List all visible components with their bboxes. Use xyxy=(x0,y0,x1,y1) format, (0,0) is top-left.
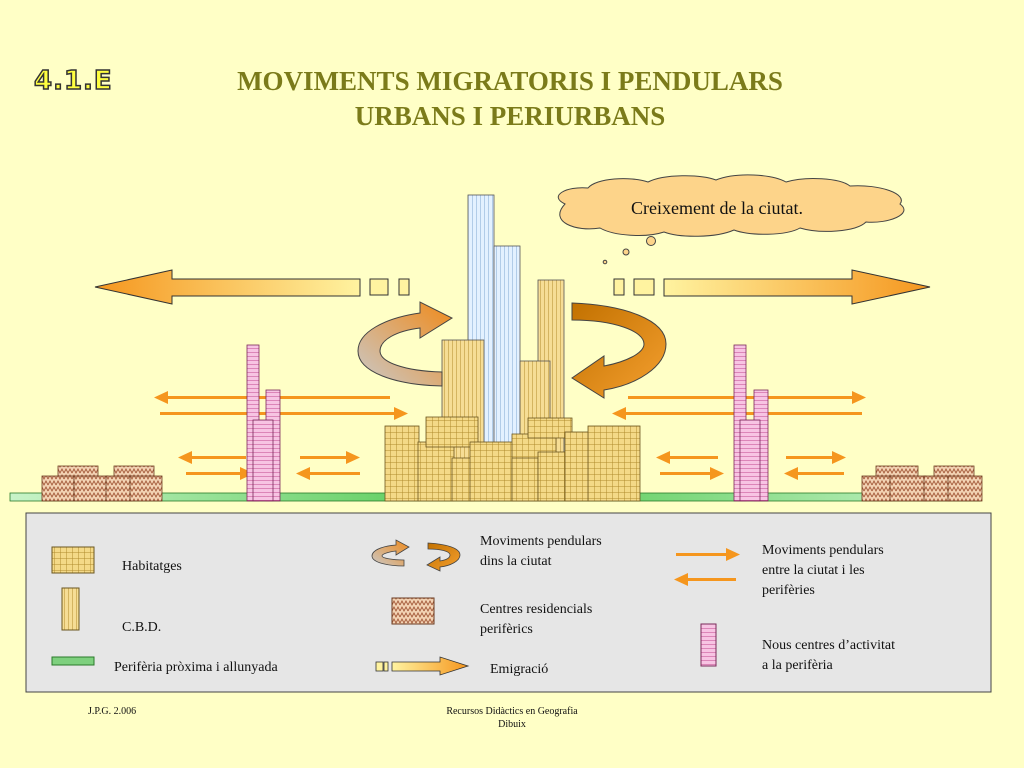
legend-pendulars-ciutat-label-1: Moviments pendulars xyxy=(480,534,602,549)
peripheral-residential-right xyxy=(861,465,983,502)
legend-centres-residencials-label-1: Centres residencials xyxy=(480,602,593,617)
footer-source-2: Dibuix xyxy=(498,719,526,730)
legend-pendulars-ciutat-icon xyxy=(371,539,461,572)
legend-periferia-swatch xyxy=(51,656,95,666)
circular-arrow-right xyxy=(571,302,667,399)
legend-emigracio-label: Emigració xyxy=(490,662,549,677)
legend-habitatges-swatch xyxy=(51,546,95,574)
title-line-1: MOVIMENTS MIGRATORIS I PENDULARS xyxy=(237,66,783,96)
peripheral-residential-left xyxy=(41,465,163,502)
new-activity-centres-left xyxy=(246,344,281,502)
city-housing-blocks xyxy=(384,416,641,502)
legend-pendulars-periferia-label-2: entre la ciutat i les xyxy=(762,563,865,578)
slide-code: 4.1.E xyxy=(33,65,113,97)
pendular-arrows-left xyxy=(154,391,408,480)
new-activity-centres-right xyxy=(733,344,769,502)
legend-cbd-swatch xyxy=(61,587,80,631)
circular-arrow-left xyxy=(357,301,454,387)
legend-pendulars-periferia-icon xyxy=(674,548,740,586)
legend-cbd-label: C.B.D. xyxy=(122,620,162,635)
legend-pendulars-ciutat-label-2: dins la ciutat xyxy=(480,554,552,569)
legend-pendulars-periferia-label-1: Moviments pendulars xyxy=(762,543,884,558)
growth-thought-cloud xyxy=(557,174,905,265)
legend-emigracio-icon xyxy=(375,656,470,676)
legend-pendulars-periferia-label-3: perifèries xyxy=(762,583,815,598)
legend-nous-centres-swatch xyxy=(700,623,717,667)
footer-source-1: Recursos Didàctics en Geografia xyxy=(446,706,578,717)
legend-periferia-label: Perifèria pròxima i allunyada xyxy=(114,660,278,675)
footer-author: J.P.G. 2.006 xyxy=(88,706,137,717)
legend-nous-centres-label-2: a la perifèria xyxy=(762,658,833,673)
cloud-text: Creixement de la ciutat. xyxy=(631,198,803,218)
emigration-arrow-right xyxy=(613,269,931,305)
title-line-2: URBANS I PERIURBANS xyxy=(354,101,666,131)
legend-centres-residencials-swatch xyxy=(391,597,435,625)
legend-nous-centres-label-1: Nous centres d’activitat xyxy=(762,638,895,653)
legend-box xyxy=(25,512,992,693)
legend-centres-residencials-label-2: perifèrics xyxy=(480,622,533,637)
emigration-arrow-left xyxy=(94,269,410,305)
legend-habitatges-label: Habitatges xyxy=(122,559,182,574)
